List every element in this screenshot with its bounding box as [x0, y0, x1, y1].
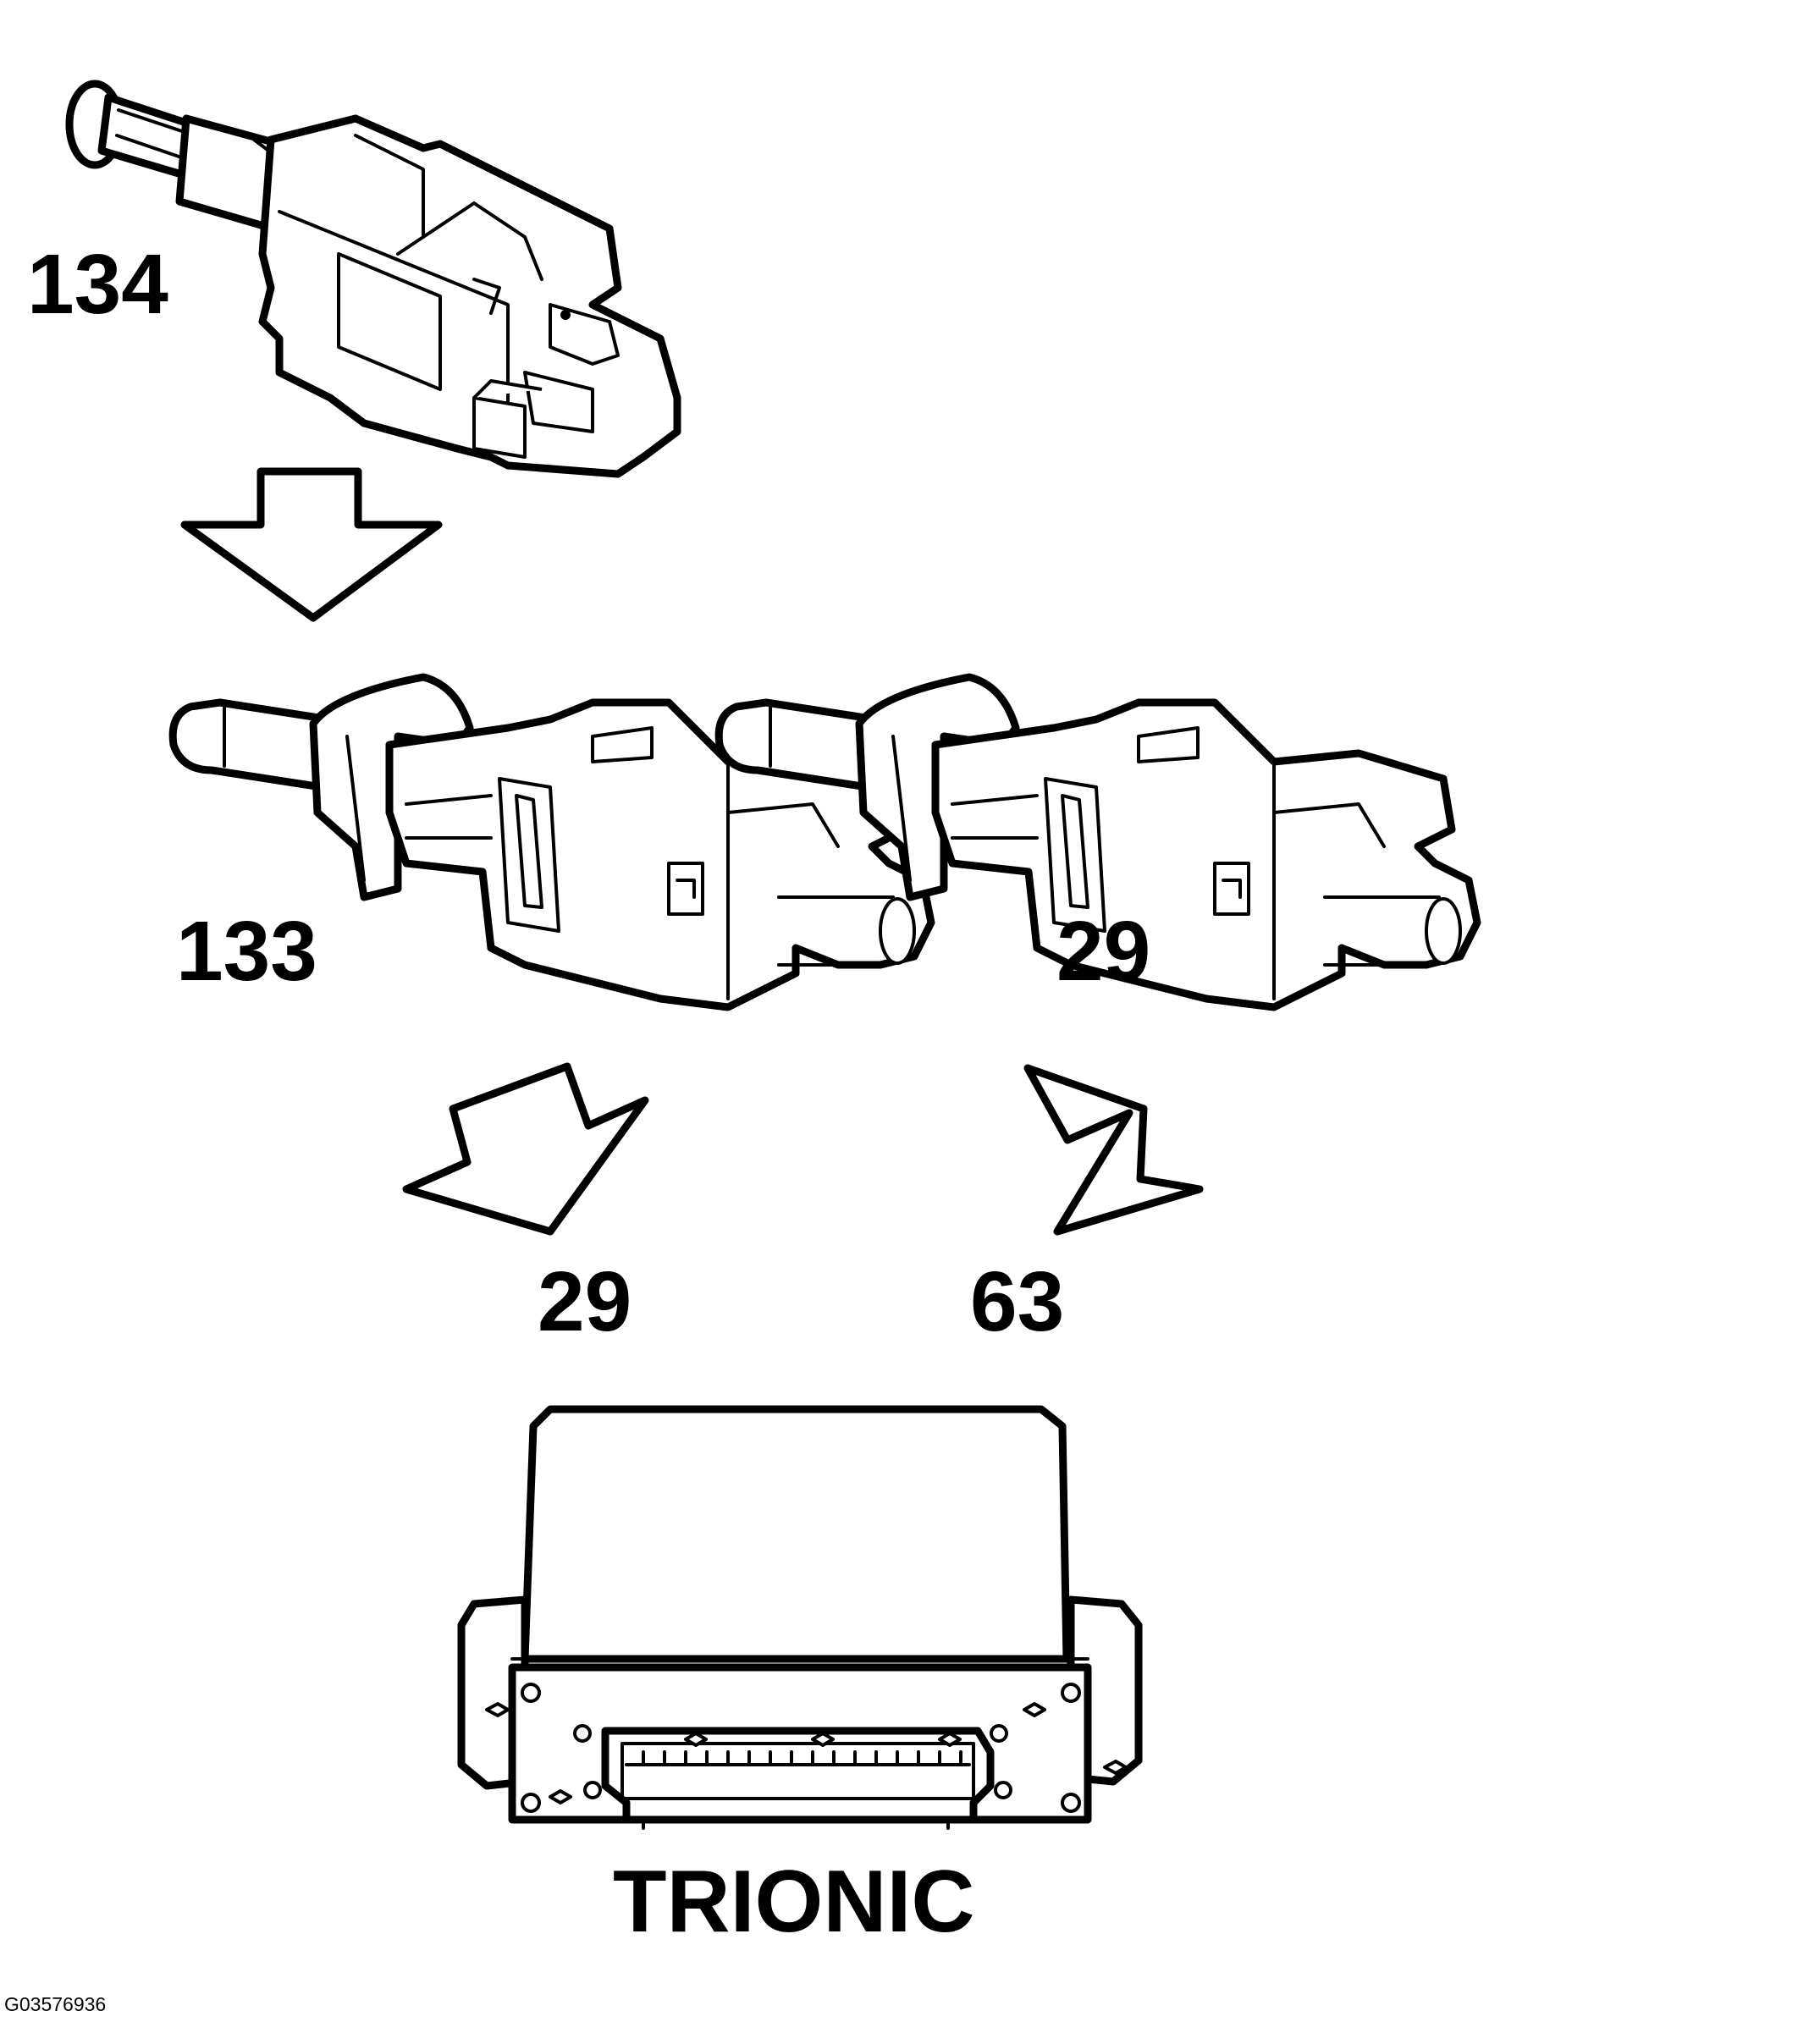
label-134: 134: [27, 237, 168, 332]
label-trionic: TRIONIC: [613, 1853, 975, 1951]
arrow-down-left-icon: [1023, 1064, 1204, 1236]
label-29-output: 29: [538, 1254, 632, 1349]
figure-reference: G03576936: [4, 1993, 106, 2015]
arrow-down-icon: [180, 467, 443, 622]
brake-switch-134: [65, 80, 681, 478]
arrow-down-right-icon: [402, 1062, 649, 1236]
label-63-output: 63: [970, 1254, 1064, 1349]
brake-switch-29: [714, 673, 1481, 1011]
trionic-ecu: [457, 1405, 1143, 1830]
label-29-switch: 29: [1056, 904, 1150, 999]
label-133: 133: [176, 904, 317, 999]
